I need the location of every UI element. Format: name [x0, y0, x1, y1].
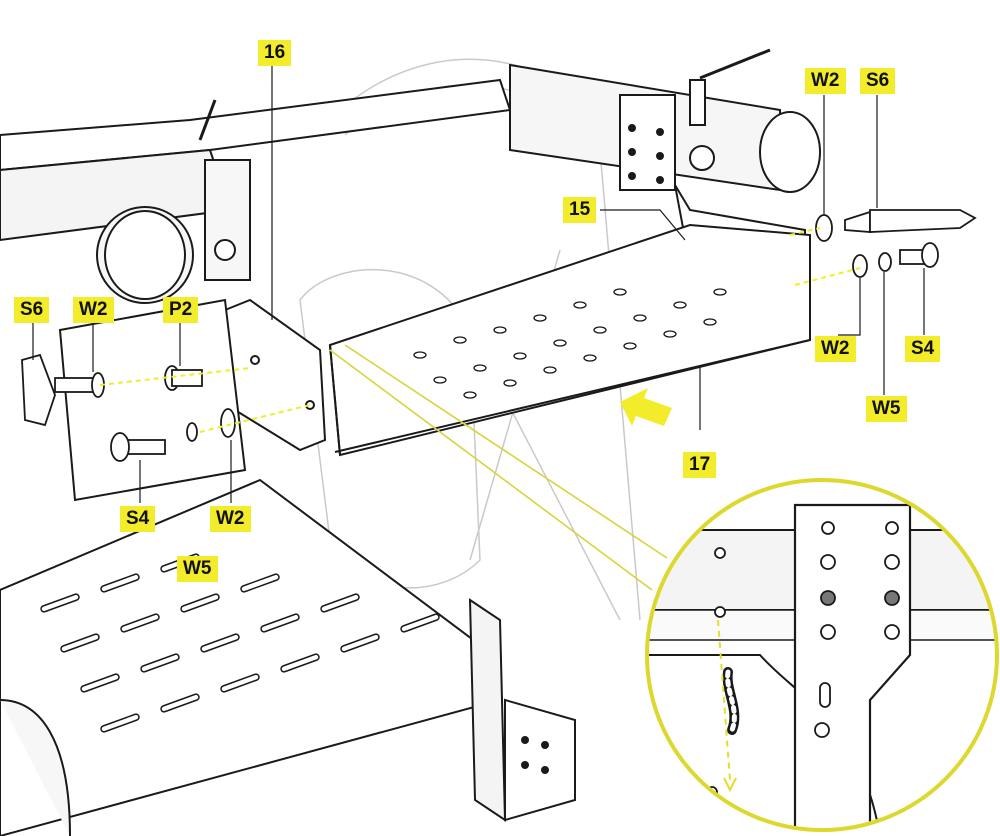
callout-16: 16 — [258, 40, 292, 66]
callout-s4-left: S4 — [120, 506, 156, 532]
s4-bolt-head-left — [110, 432, 130, 462]
w2-washer-left-bottom — [220, 408, 236, 438]
callout-15: 15 — [563, 197, 597, 223]
tray-17 — [328, 223, 811, 457]
p2-pin-shaft — [171, 369, 203, 387]
callout-w2-right-top: W2 — [805, 68, 846, 94]
callout-17: 17 — [683, 452, 717, 478]
s4-bolt-head-right — [921, 242, 939, 268]
callout-s4-right: S4 — [905, 336, 941, 362]
callout-w2-right-bottom: W2 — [815, 336, 856, 362]
w5-lock-washer-left — [186, 422, 198, 442]
top-left-rail — [0, 78, 512, 304]
callout-p2-left: P2 — [163, 297, 199, 323]
s6-shaft-left — [54, 377, 96, 393]
yellow-arrow-icon — [620, 388, 672, 426]
callout-w5-right: W5 — [866, 396, 907, 422]
callout-s6-right: S6 — [860, 68, 896, 94]
callout-s6-left: S6 — [14, 297, 50, 323]
magnified-bracket-detail — [645, 478, 999, 832]
w5-lock-washer-right — [878, 252, 892, 272]
right-assembly-paths — [789, 227, 861, 286]
left-side-plate — [58, 298, 247, 502]
lower-tray — [0, 478, 576, 836]
w2-washer-right-bottom — [852, 254, 868, 278]
s6-shaft-right — [844, 210, 871, 233]
right-cylinder — [509, 48, 821, 193]
callout-w2-left-bottom: W2 — [210, 506, 251, 532]
leader-lines — [32, 66, 925, 503]
callout-w2-left-top: W2 — [73, 297, 114, 323]
left-hardware — [21, 353, 236, 462]
detail-leader — [329, 344, 668, 591]
callout-w5-left: W5 — [177, 556, 218, 582]
left-assembly-paths — [99, 367, 311, 433]
s6-knob-left — [21, 353, 56, 427]
s6-knob-right — [869, 209, 977, 233]
right-hardware — [815, 209, 977, 278]
